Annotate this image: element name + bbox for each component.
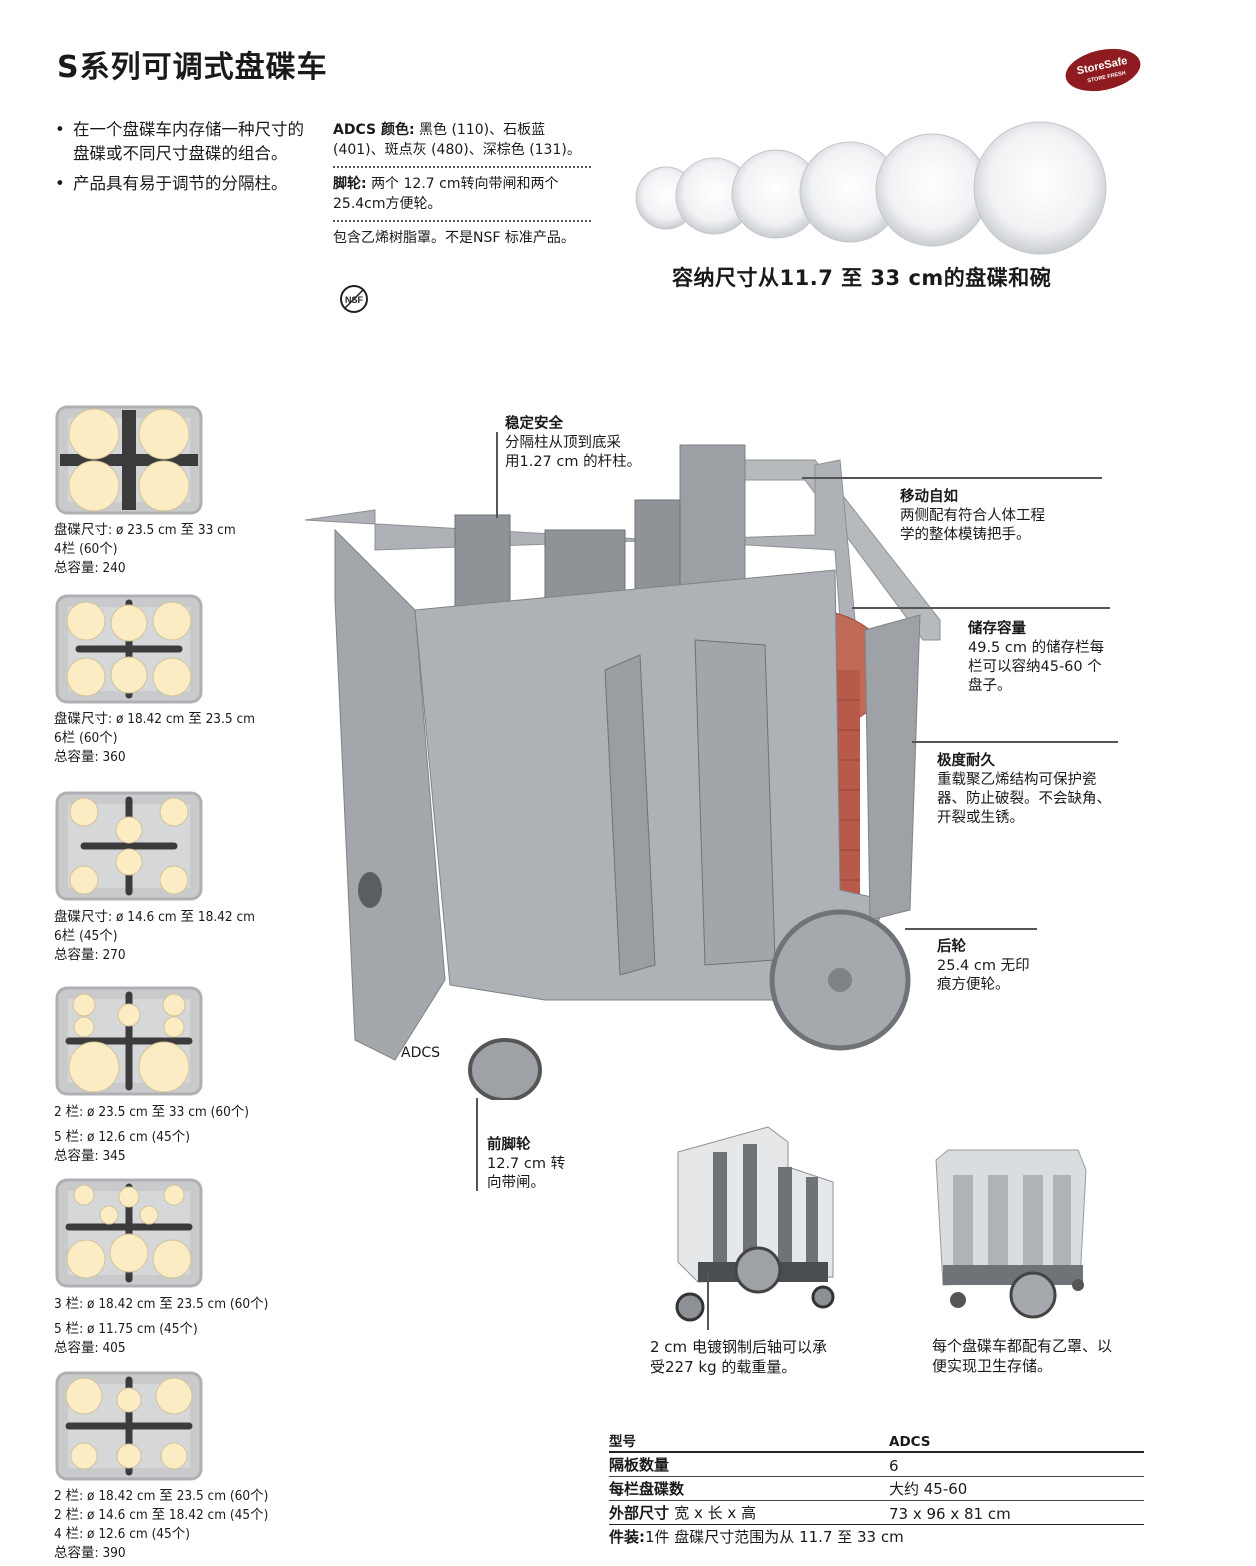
layout-diagram <box>55 791 203 901</box>
callout-stable: 稳定安全 分隔柱从顶到底采 用1.27 cm 的杆柱。 <box>505 416 642 470</box>
layout-caption: 盘碟尺寸: ø 23.5 cm 至 33 cm 4栏 (60个) 总容量: 24… <box>54 522 236 576</box>
table-row: 外部尺寸 宽 x 长 x 高 73 x 96 x 81 cm <box>609 1504 1011 1523</box>
callout-mobile: 移动自如 两侧配有符合人体工程 学的整体模铸把手。 <box>900 489 1045 543</box>
plates-illustration <box>635 121 1107 255</box>
spec-notes: ADCS 颜色: 黑色 (110)、石板蓝 (401)、斑点灰 (480)、深棕… <box>333 118 591 254</box>
color-spec-text: 黑色 (110)、石板蓝 (401)、斑点灰 (480)、深棕色 (131)。 <box>333 122 581 158</box>
layout-diagram <box>55 986 203 1096</box>
axle-caption: 2 cm 电镀钢制后轴可以承 受227 kg 的载重量。 <box>650 1338 827 1376</box>
nsf-icon: NSF <box>340 285 368 313</box>
caster-spec: 脚轮: 两个 12.7 cm转向带闸和两个25.4cm方便轮。 <box>333 172 591 220</box>
spec-table-header-label: 型号 <box>609 1429 889 1453</box>
dish-cart-illustration <box>304 444 941 1100</box>
layout-caption: 2 栏: ø 23.5 cm 至 33 cm (60个) 5 栏: ø 12.6… <box>54 1104 250 1164</box>
plates-caption: 容纳尺寸从11.7 至 33 cm的盘碟和碗 <box>672 266 1052 290</box>
spec-table: 型号 ADCS 隔板数量 6 每栏盘碟数 大约 45-60 外部尺寸 宽 x 长… <box>609 1429 1144 1548</box>
layout-caption: 2 栏: ø 18.42 cm 至 23.5 cm (60个) 2 栏: ø 1… <box>54 1488 269 1561</box>
callout-rear-wheel: 后轮 25.4 cm 无印 痕方便轮。 <box>937 939 1030 993</box>
table-row: 隔板数量 6 <box>609 1452 1144 1477</box>
layout-caption: 盘碟尺寸: ø 14.6 cm 至 18.42 cm 6栏 (45个) 总容量:… <box>54 909 255 963</box>
layout-diagram <box>55 594 203 704</box>
table-row: 每栏盘碟数 大约 45-60 <box>609 1476 1144 1501</box>
caster-spec-text: 两个 12.7 cm转向带闸和两个25.4cm方便轮。 <box>333 176 559 212</box>
layout-diagram <box>55 1371 203 1481</box>
callout-storage: 储存容量 49.5 cm 的储存栏每 栏可以容纳45-60 个 盘子。 <box>968 621 1105 694</box>
feature-list: 在一个盘碟车内存储一种尺寸的盘碟或不同尺寸盘碟的组合。 产品具有易于调节的分隔柱… <box>55 118 320 202</box>
feature-item: 在一个盘碟车内存储一种尺寸的盘碟或不同尺寸盘碟的组合。 <box>55 118 320 166</box>
cover-caption: 每个盘碟车都配有乙罩、以 便实现卫生存储。 <box>932 1337 1113 1375</box>
table-footer: 件装:1件 盘碟尺寸范围为从 11.7 至 33 cm <box>609 1524 1144 1548</box>
svg-text:NSF: NSF <box>345 295 364 305</box>
callout-durable: 极度耐久 重载聚乙烯结构可保护瓷 器、防止破裂。不会缺角、 开裂或生锈。 <box>937 753 1111 826</box>
color-spec: ADCS 颜色: 黑色 (110)、石板蓝 (401)、斑点灰 (480)、深棕… <box>333 118 591 166</box>
page-title: S系列可调式盘碟车 <box>57 50 328 85</box>
cart-frame-illustration <box>675 1126 835 1322</box>
caster-spec-label: 脚轮: <box>333 176 367 192</box>
color-spec-label: ADCS 颜色: <box>333 122 415 138</box>
layout-diagram <box>55 1178 203 1288</box>
layout-diagram <box>55 405 203 515</box>
layout-caption: 3 栏: ø 18.42 cm 至 23.5 cm (60个) 5 栏: ø 1… <box>54 1296 269 1356</box>
covered-cart-illustration <box>935 1149 1087 1319</box>
model-label: ADCS <box>401 1045 441 1061</box>
storesafe-logo: StoreSafe STORE FRESH <box>1065 48 1141 92</box>
layout-caption: 盘碟尺寸: ø 18.42 cm 至 23.5 cm 6栏 (60个) 总容量:… <box>54 711 255 765</box>
spec-table-header-value: ADCS <box>889 1429 1144 1453</box>
feature-item: 产品具有易于调节的分隔柱。 <box>55 172 320 196</box>
cover-spec: 包含乙烯树脂罩。不是NSF 标准产品。 <box>333 230 575 246</box>
callout-front-caster: 前脚轮 12.7 cm 转 向带闸。 <box>487 1137 566 1191</box>
